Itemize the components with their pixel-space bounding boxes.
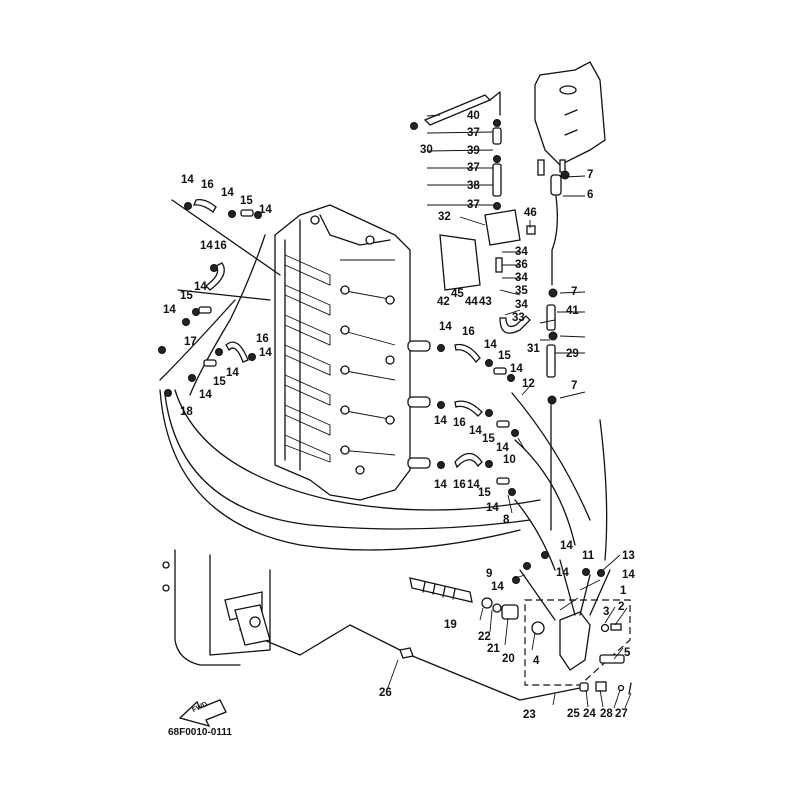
- callout-label: 15: [482, 433, 495, 445]
- callout-label: 14: [434, 479, 447, 491]
- callout-label: 17: [184, 336, 197, 348]
- oil-pump-area: [239, 551, 632, 701]
- callout-label: 8: [503, 514, 510, 526]
- oil-tank: [534, 61, 606, 176]
- callout-label: 21: [487, 643, 500, 655]
- callout-label: 22: [478, 631, 491, 643]
- callout-label: 25: [567, 708, 580, 720]
- callout-label: 14: [622, 569, 635, 581]
- callout-label: 16: [214, 240, 227, 252]
- callout-label: 14: [491, 581, 504, 593]
- callout-label: 14: [510, 363, 523, 375]
- callout-label: 7: [571, 286, 578, 298]
- callout-label: 39: [467, 145, 480, 157]
- callout-label: 16: [453, 479, 466, 491]
- callout-label: 14: [259, 204, 272, 216]
- callout-label: 14: [484, 339, 497, 351]
- callout-label: 14: [434, 415, 447, 427]
- callout-label: 2: [618, 601, 625, 613]
- callout-label: 43: [479, 296, 492, 308]
- callout-label: 27: [615, 708, 628, 720]
- cylinder-block: [274, 204, 411, 501]
- callout-label: 45: [451, 288, 464, 300]
- callout-label: 34: [515, 299, 528, 311]
- callout-label: 30: [420, 144, 433, 156]
- callout-label: 14: [194, 281, 207, 293]
- leader-lines: [386, 114, 632, 709]
- sensor-group: [410, 91, 570, 531]
- callout-label: 44: [465, 296, 478, 308]
- callout-label: 26: [379, 687, 392, 699]
- callout-label: 7: [587, 169, 594, 181]
- callout-label: 15: [213, 376, 226, 388]
- callout-label: 37: [467, 127, 480, 139]
- callout-label: 36: [515, 259, 528, 271]
- callout-label: 16: [256, 333, 269, 345]
- callout-label: 16: [453, 417, 466, 429]
- callout-label: 7: [571, 380, 578, 392]
- callout-label: 15: [240, 195, 253, 207]
- callout-label: 14: [496, 442, 509, 454]
- callout-label: 14: [226, 367, 239, 379]
- callout-label: 34: [515, 246, 528, 258]
- callout-label: 14: [199, 389, 212, 401]
- callout-label: 15: [180, 290, 193, 302]
- callout-label: 46: [524, 207, 537, 219]
- callout-label: 14: [259, 347, 272, 359]
- callout-label: 42: [437, 296, 450, 308]
- callout-label: 28: [600, 708, 613, 720]
- callout-label: 6: [587, 189, 594, 201]
- callout-label: 16: [201, 179, 214, 191]
- callout-label: 23: [523, 709, 536, 721]
- callout-label: 14: [221, 187, 234, 199]
- callout-label: 16: [462, 326, 475, 338]
- callout-label: 33: [512, 312, 525, 324]
- callout-label: 15: [478, 487, 491, 499]
- callout-label: 5: [624, 647, 631, 659]
- callout-label: 32: [438, 211, 451, 223]
- left-hose-group: [158, 199, 541, 551]
- callout-label: 31: [527, 343, 540, 355]
- callout-label: 14: [560, 540, 573, 552]
- callout-label: 1: [620, 585, 627, 597]
- callout-label: 19: [444, 619, 457, 631]
- callout-label: 10: [503, 454, 516, 466]
- callout-label: 14: [486, 502, 499, 514]
- callout-label: 20: [502, 653, 515, 665]
- callout-label: 37: [467, 199, 480, 211]
- callout-label: 41: [566, 305, 579, 317]
- callout-label: 9: [486, 568, 493, 580]
- drawing-code: 68F0010-0111: [168, 727, 232, 738]
- callout-label: 13: [622, 550, 635, 562]
- right-hose-group: [407, 340, 608, 571]
- callout-label: 14: [439, 321, 452, 333]
- fwd-arrow-icon: [178, 699, 227, 728]
- callout-label: 34: [515, 272, 528, 284]
- callout-label: 14: [181, 174, 194, 186]
- callout-label: 4: [533, 655, 540, 667]
- callout-label: 3: [603, 606, 610, 618]
- callout-label: 11: [582, 550, 595, 562]
- callout-label: 14: [163, 304, 176, 316]
- callout-label: 40: [467, 110, 480, 122]
- callout-label: 29: [566, 348, 579, 360]
- callout-label: 15: [498, 350, 511, 362]
- callout-label: 37: [467, 162, 480, 174]
- callout-label: 14: [467, 479, 480, 491]
- callout-label: 24: [583, 708, 596, 720]
- callout-label: 14: [469, 425, 482, 437]
- callout-label: 14: [200, 240, 213, 252]
- callout-label: 38: [467, 180, 480, 192]
- callout-label: 35: [515, 285, 528, 297]
- callout-label: 12: [522, 378, 535, 390]
- lower-bracket: [162, 549, 271, 666]
- callout-label: 18: [180, 406, 193, 418]
- callout-label: 14: [556, 567, 569, 579]
